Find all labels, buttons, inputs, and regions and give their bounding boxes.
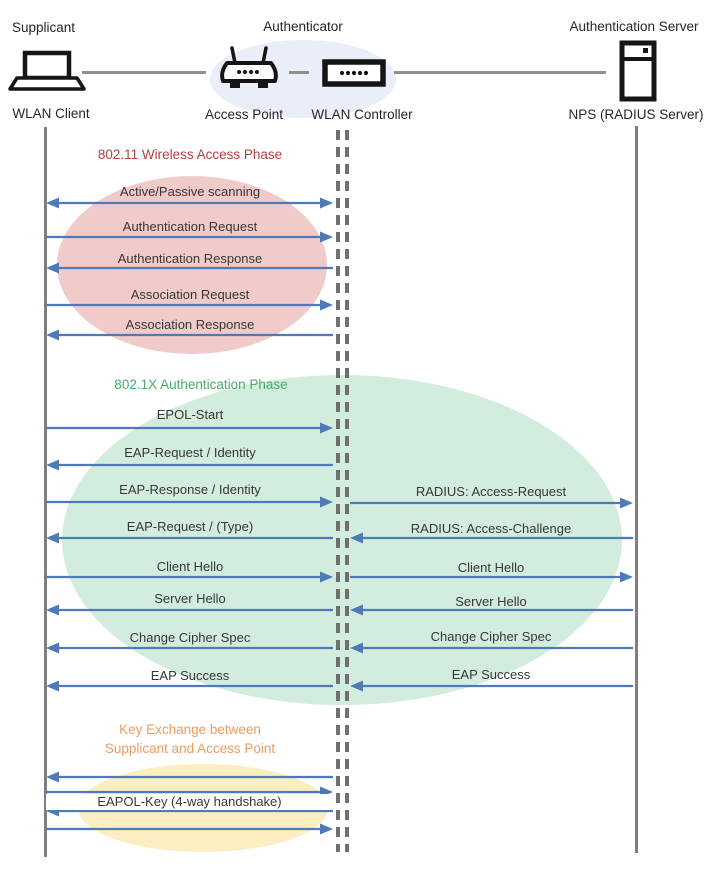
message-label: EAP-Request / (Type): [126, 519, 254, 534]
message-arrow-right: [46, 299, 333, 311]
message-label: RADIUS: Access-Request: [415, 484, 567, 499]
message-arrow-right: [46, 231, 333, 243]
phase-title-authentication: 802.1X Authentication Phase: [114, 377, 288, 392]
message-arrow-left: [46, 459, 333, 471]
message-arrow-left: [46, 532, 333, 544]
message-label: Association Request: [130, 287, 250, 302]
message-arrow-right: [46, 571, 333, 583]
message-label: EPOL-Start: [156, 407, 224, 422]
message-arrow-left: [46, 642, 333, 654]
message-label: Client Hello: [457, 560, 525, 575]
message-label: Server Hello: [455, 594, 527, 609]
message-label: EAP-Request / Identity: [124, 445, 256, 460]
phase-ellipse-authentication: [62, 375, 622, 705]
message-arrow-left: [46, 329, 333, 341]
message-arrow-left: [46, 262, 333, 274]
phase-ellipse-wireless-access: [57, 176, 327, 354]
lifeline-wlan-controller-left: [336, 130, 340, 852]
actor-name-wlan-controller: WLAN Controller: [311, 107, 413, 122]
message-label: EAP-Response / Identity: [119, 482, 261, 497]
message-arrow-right: [350, 571, 633, 583]
message-label: Authentication Request: [122, 219, 258, 234]
lifeline-wlan-controller-right: [345, 130, 349, 852]
message-arrow-right: [46, 823, 333, 835]
message-arrow-right: [46, 496, 333, 508]
actor-name-wlan-client: WLAN Client: [12, 106, 90, 121]
link-ap-wlc: [289, 71, 309, 74]
message-arrow-left: [46, 604, 333, 616]
link-wlc-server: [394, 71, 606, 74]
actor-role-auth-server: Authentication Server: [569, 19, 699, 34]
phase-title-key-exchange-line2: Supplicant and Access Point: [104, 741, 276, 756]
message-arrow-left: [350, 532, 633, 544]
message-label: EAP Success: [150, 668, 230, 683]
actor-role-authenticator: Authenticator: [263, 19, 343, 34]
access-point-icon: [220, 46, 278, 88]
message-label: Change Cipher Spec: [430, 629, 552, 644]
message-label: Active/Passive scanning: [119, 184, 261, 199]
message-arrow-both: [46, 197, 333, 209]
message-label: Server Hello: [154, 591, 226, 606]
message-label: EAPOL-Key (4-way handshake): [46, 794, 333, 810]
message-arrow-left: [350, 642, 633, 654]
lifeline-wlan-client: [44, 127, 47, 857]
laptop-icon: [8, 50, 86, 91]
actor-role-supplicant: Supplicant: [12, 20, 76, 35]
phase-title-wireless-access: 802.11 Wireless Access Phase: [97, 147, 283, 162]
message-label: Client Hello: [156, 559, 224, 574]
message-label: Change Cipher Spec: [129, 630, 251, 645]
message-arrow-left: [46, 771, 333, 783]
message-label: Authentication Response: [117, 251, 263, 266]
message-label: RADIUS: Access-Challenge: [410, 521, 572, 536]
wlan-controller-icon: [322, 59, 386, 87]
message-arrow-right: [350, 497, 633, 509]
actor-name-access-point: Access Point: [204, 107, 284, 122]
message-label: Association Response: [125, 317, 255, 332]
lifeline-radius-server: [635, 126, 638, 853]
message-arrow-left: [350, 604, 633, 616]
link-client-ap: [82, 71, 206, 74]
message-arrow-right: [46, 422, 333, 434]
actor-name-nps-server: NPS (RADIUS Server): [568, 107, 704, 122]
message-label: EAP Success: [451, 667, 531, 682]
phase-title-key-exchange-line1: Key Exchange between: [119, 722, 261, 737]
message-arrow-left: [46, 680, 333, 692]
server-icon: [619, 40, 657, 102]
message-arrow-left: [350, 680, 633, 692]
